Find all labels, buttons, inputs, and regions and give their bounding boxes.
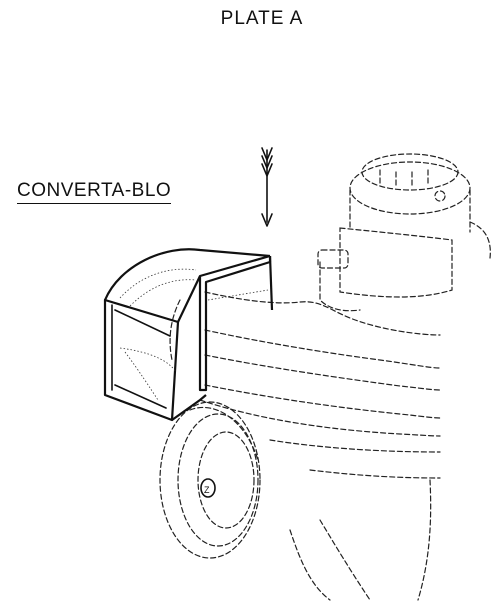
engine [317, 153, 491, 312]
front-wheel: Z [159, 401, 261, 559]
down-arrow-icon [261, 147, 273, 227]
converta-blo-attachment [103, 248, 274, 422]
converta-blo-label: CONVERTA-BLO [17, 180, 172, 204]
plate-title: PLATE A [220, 8, 304, 29]
svg-text:Z: Z [204, 485, 210, 495]
mower-deck [169, 291, 441, 601]
